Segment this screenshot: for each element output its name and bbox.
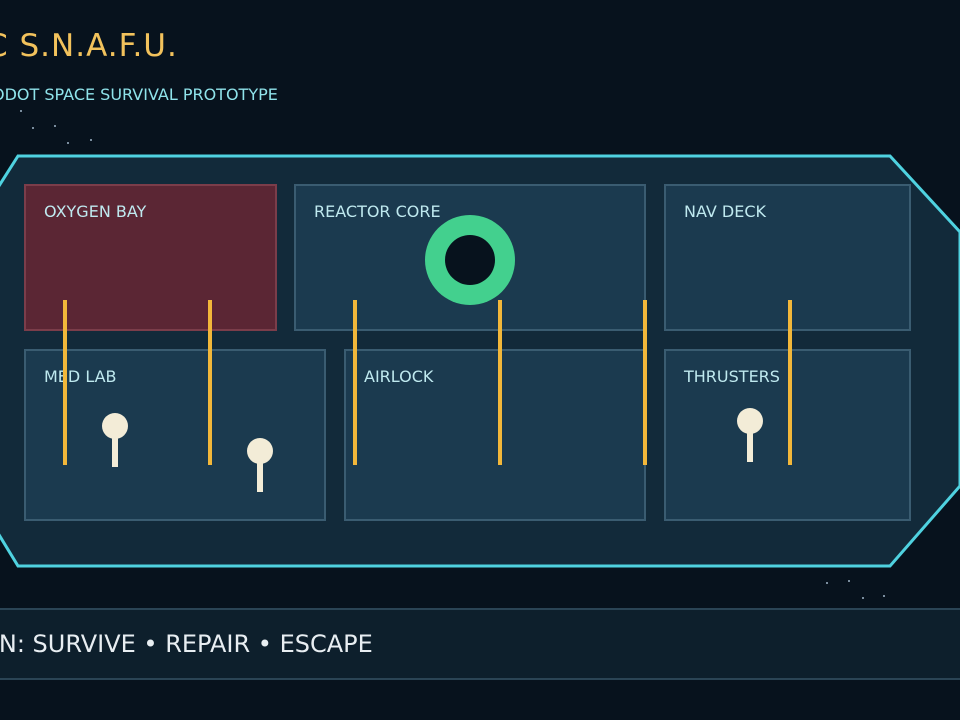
objective-bar: ON: SURVIVE • REPAIR • ESCAPE [0,608,960,680]
star [20,110,22,112]
crew-member[interactable] [247,438,273,492]
star [862,597,864,599]
crew-body [112,435,118,467]
room-oxygen-bay[interactable]: OXYGEN BAY [24,184,277,331]
support-beam [498,300,502,465]
room-label: THRUSTERS [684,367,780,386]
star [32,127,34,129]
star [54,125,56,127]
room-label: MED LAB [44,367,117,386]
game-title: C S.N.A.F.U. [0,28,178,64]
room-label: REACTOR CORE [314,202,441,221]
star [826,582,828,584]
game-subtitle: ODOT SPACE SURVIVAL PROTOTYPE [0,85,278,104]
objective-text: ON: SURVIVE • REPAIR • ESCAPE [0,630,373,658]
star [883,595,885,597]
room-med-lab[interactable]: MED LAB [24,349,326,521]
crew-member[interactable] [737,408,763,462]
room-label: NAV DECK [684,202,767,221]
crew-head [247,438,273,464]
room-label: OXYGEN BAY [44,202,147,221]
support-beam [208,300,212,465]
star [67,142,69,144]
crew-member[interactable] [102,413,128,467]
crew-head [102,413,128,439]
room-airlock[interactable]: AIRLOCK [344,349,646,521]
room-thrusters[interactable]: THRUSTERS [664,349,911,521]
reactor-core-icon[interactable] [425,215,515,305]
star [90,139,92,141]
room-label: AIRLOCK [364,367,434,386]
support-beam [63,300,67,465]
support-beam [788,300,792,465]
star [848,580,850,582]
crew-body [257,460,263,492]
reactor-core-hole [445,235,495,285]
room-nav-deck[interactable]: NAV DECK [664,184,911,331]
support-beam [353,300,357,465]
support-beam [643,300,647,465]
crew-head [737,408,763,434]
crew-body [747,430,753,462]
